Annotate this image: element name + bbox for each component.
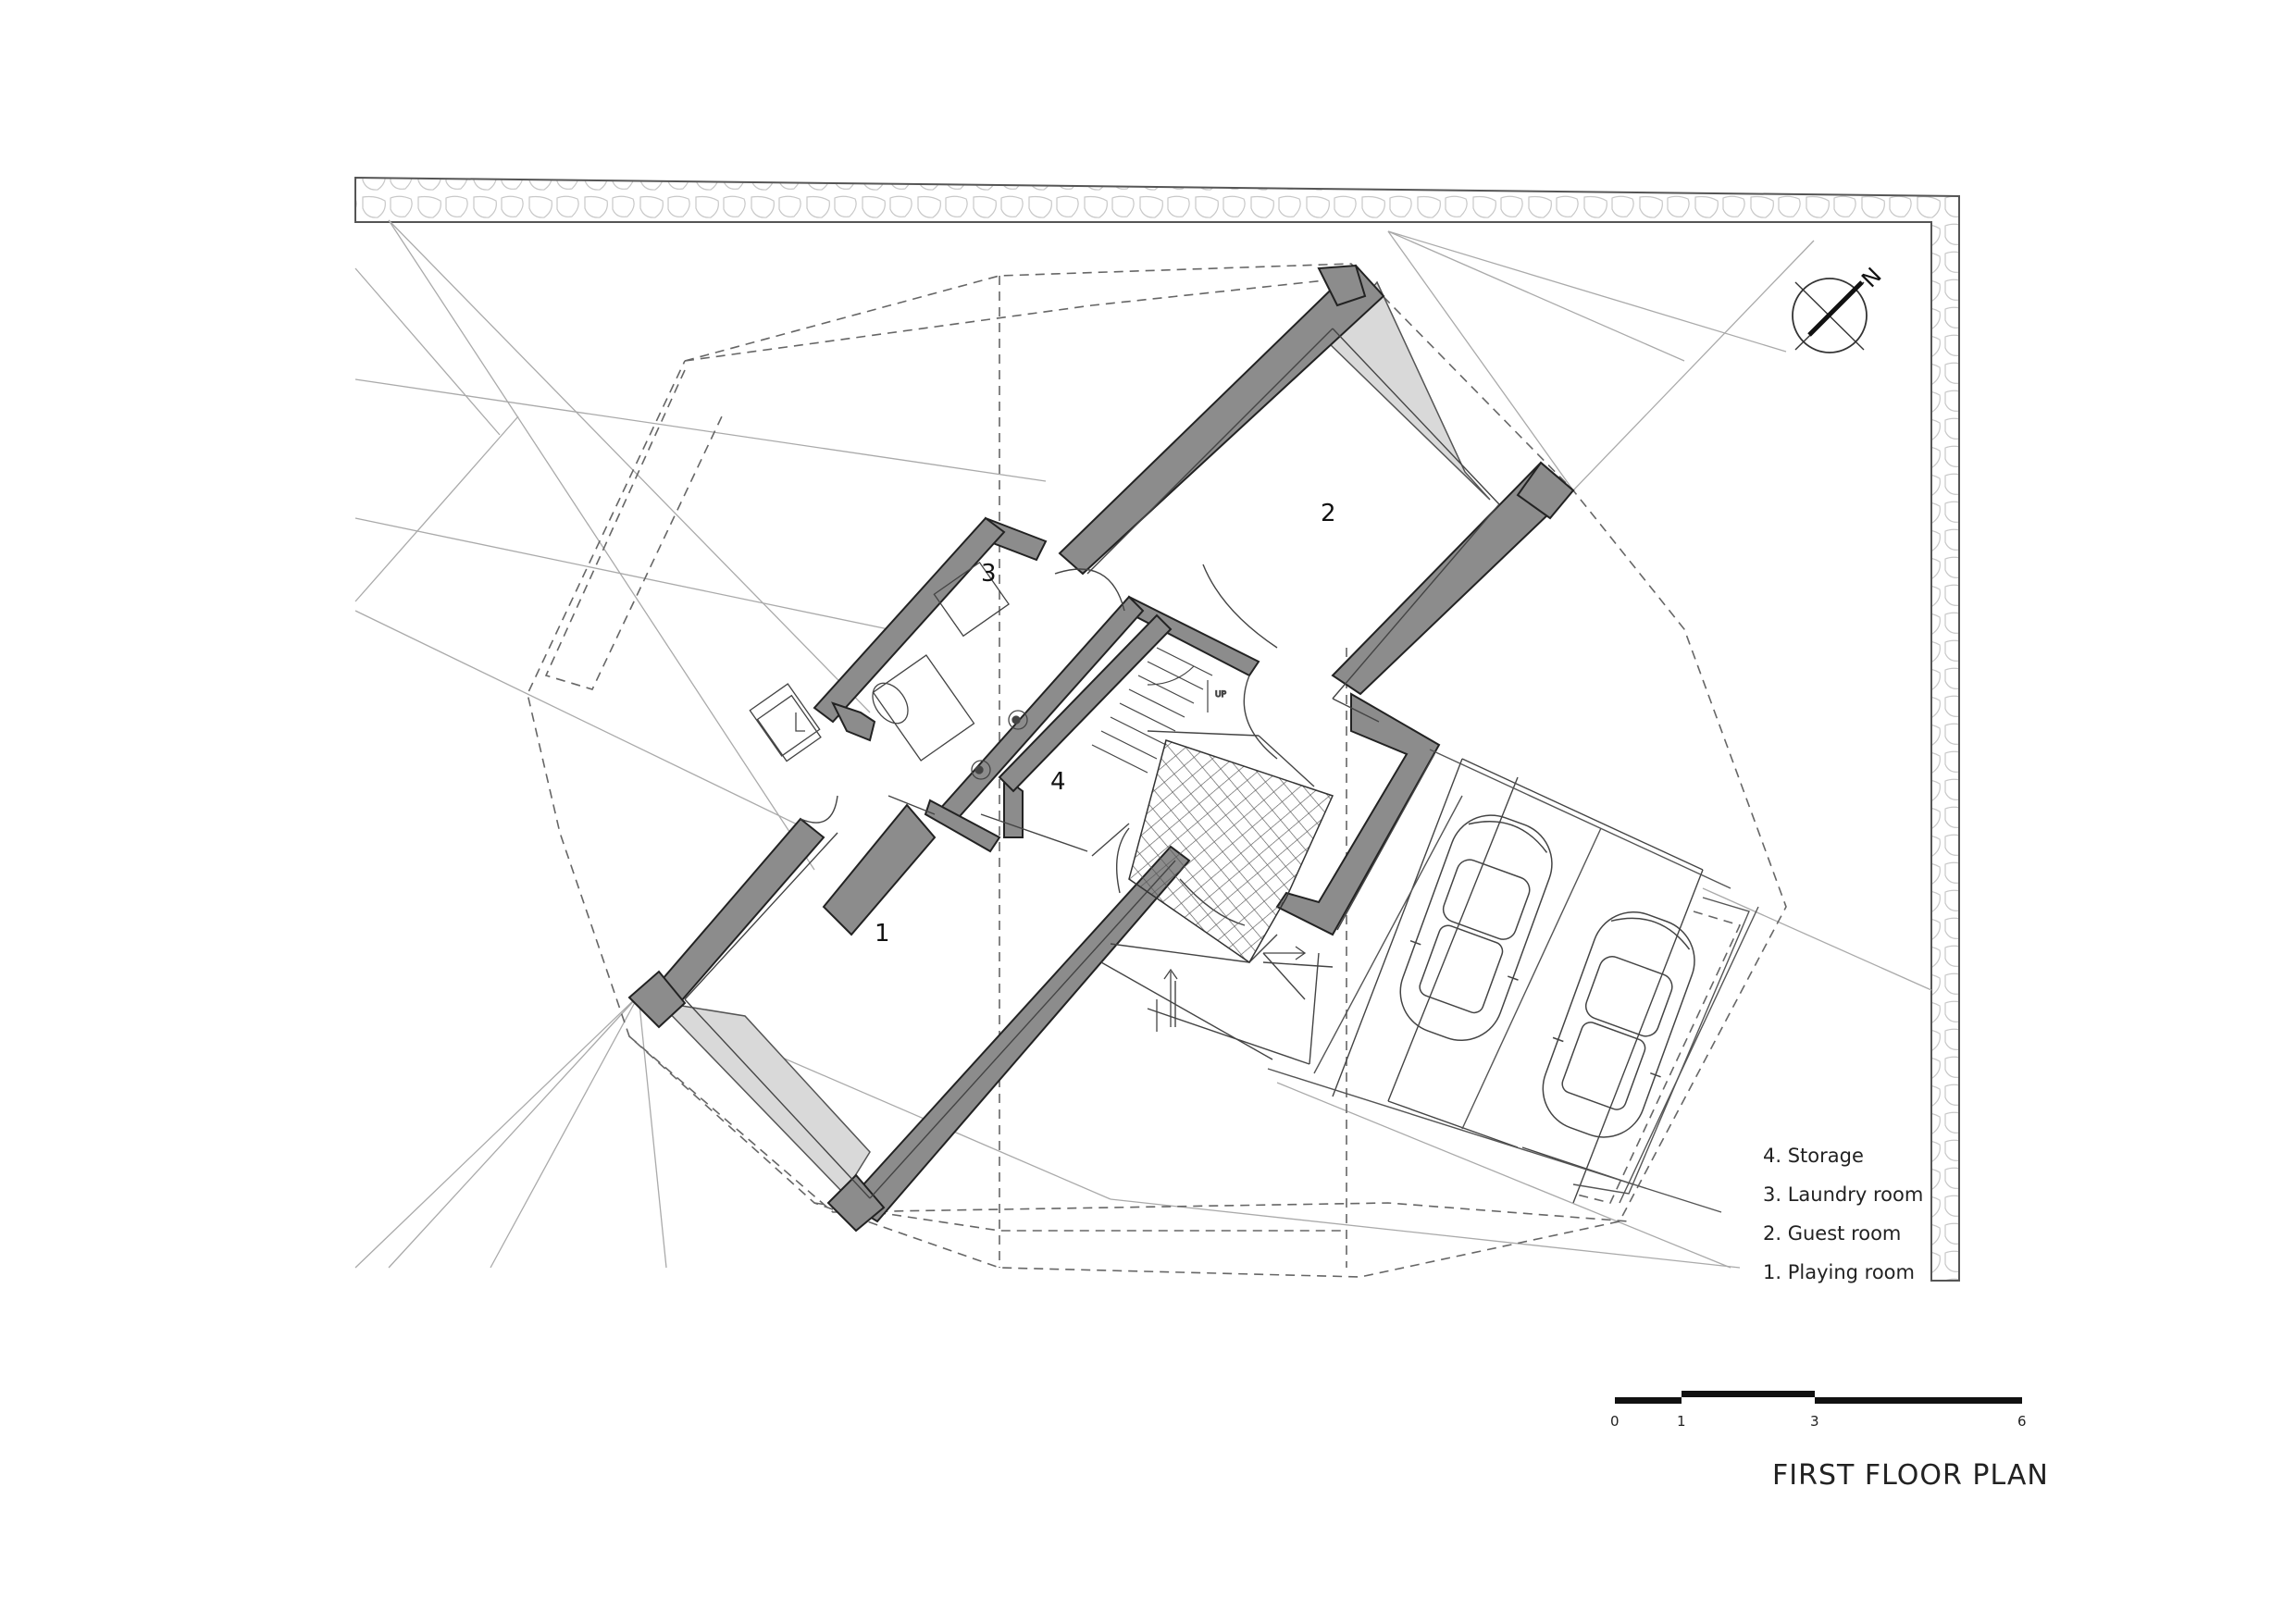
room-legend: 4. Storage 3. Laundry room 2. Guest room… bbox=[1763, 1136, 1923, 1292]
site-context-lines bbox=[354, 219, 1932, 1269]
room-number-guest-room: 2 bbox=[1321, 500, 1336, 527]
stair-up-label: UP bbox=[1215, 690, 1227, 700]
staircase: UP bbox=[1091, 647, 1227, 774]
scale-tick-1: 1 bbox=[1677, 1413, 1686, 1430]
drawing-title: FIRST FLOOR PLAN bbox=[1772, 1459, 2049, 1492]
parking-car-right bbox=[1542, 911, 1695, 1138]
interior-linework bbox=[684, 328, 1704, 1204]
parking-bays bbox=[1267, 749, 1759, 1213]
room-number-playing-room: 1 bbox=[875, 920, 890, 948]
room-number-storage: 4 bbox=[1050, 768, 1066, 796]
legend-item-playing-room: 1. Playing room bbox=[1763, 1261, 1915, 1283]
scale-bar: 0 1 3 6 bbox=[1610, 1391, 2027, 1430]
room-number-laundry-room: 3 bbox=[981, 560, 997, 588]
parking-car-left bbox=[1399, 814, 1553, 1042]
bathroom-fixtures bbox=[756, 561, 1028, 780]
tiled-atrium bbox=[1128, 739, 1334, 964]
entry-steps bbox=[749, 683, 1307, 1032]
scale-tick-6: 6 bbox=[2017, 1413, 2027, 1430]
roof-outline-dashed bbox=[527, 263, 1787, 1278]
north-label: N bbox=[1856, 263, 1886, 292]
scale-tick-0: 0 bbox=[1610, 1413, 1620, 1430]
legend-item-storage: 4. Storage bbox=[1763, 1145, 1864, 1167]
north-arrow-icon: N bbox=[1792, 263, 1887, 353]
site-boundary-wall bbox=[354, 176, 1960, 1282]
scale-tick-3: 3 bbox=[1810, 1413, 1819, 1430]
legend-item-guest-room: 2. Guest room bbox=[1763, 1222, 1902, 1245]
legend-item-laundry-room: 3. Laundry room bbox=[1763, 1183, 1924, 1206]
glazing-panels bbox=[656, 280, 1491, 1196]
